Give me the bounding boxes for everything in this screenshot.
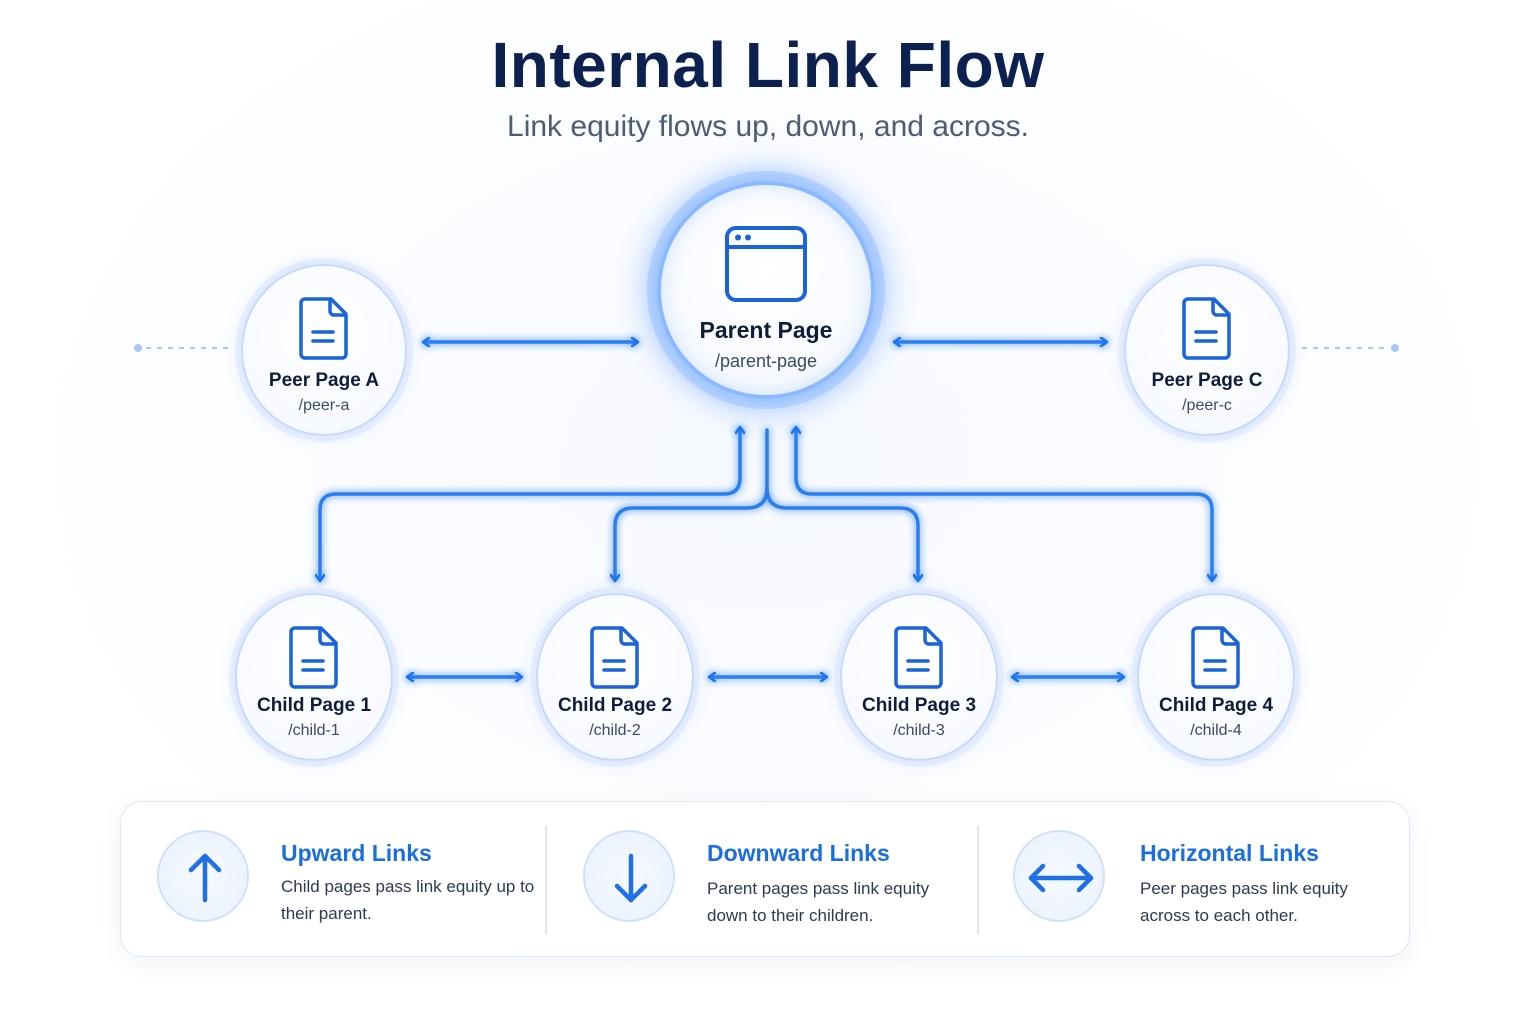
arrow-left-right-icon bbox=[1028, 863, 1094, 893]
link-up-right bbox=[796, 428, 1212, 580]
legend-item-horizontal: Horizontal Links Peer pages pass link eq… bbox=[979, 802, 1409, 958]
dotted-extension-right bbox=[1302, 344, 1399, 352]
node-path: /peer-c bbox=[1182, 397, 1232, 414]
legend-description: Child pages pass link equity up to their… bbox=[281, 877, 535, 923]
page-subtitle: Link equity flows up, down, and across. bbox=[507, 110, 1029, 143]
legend-icon-circle bbox=[1013, 830, 1105, 922]
node-label: Peer Page C bbox=[1151, 370, 1263, 391]
legend-item-downward: Downward Links Parent pages pass link eq… bbox=[547, 802, 975, 958]
document-icon bbox=[1182, 297, 1231, 360]
node-child-page-4[interactable]: Child Page 4 /child-4 bbox=[1137, 593, 1295, 761]
arrow-down-icon bbox=[614, 853, 648, 903]
legend-icon-circle bbox=[583, 830, 675, 922]
node-path: /child-4 bbox=[1190, 722, 1242, 739]
arrow-up-icon bbox=[188, 853, 222, 903]
node-child-page-2[interactable]: Child Page 2 /child-2 bbox=[536, 593, 694, 761]
document-icon bbox=[590, 626, 639, 689]
node-label: Child Page 4 bbox=[1158, 695, 1274, 716]
dotted-extension-left bbox=[134, 344, 232, 352]
node-path: /child-1 bbox=[288, 722, 340, 739]
node-path: /parent-page bbox=[714, 351, 818, 371]
browser-window-icon bbox=[725, 226, 807, 302]
document-icon bbox=[894, 626, 943, 689]
document-icon bbox=[299, 297, 348, 360]
node-label: Peer Page A bbox=[268, 370, 380, 391]
link-up-left bbox=[320, 428, 740, 580]
node-child-page-3[interactable]: Child Page 3 /child-3 bbox=[840, 593, 998, 761]
legend-description: Peer pages pass link equity across to ea… bbox=[1140, 879, 1348, 925]
node-peer-page-c[interactable]: Peer Page C /peer-c bbox=[1124, 264, 1290, 436]
legend-divider bbox=[545, 826, 547, 934]
document-icon bbox=[1191, 626, 1240, 689]
node-label: Parent Page bbox=[699, 317, 833, 343]
document-icon bbox=[289, 626, 338, 689]
legend-title: Downward Links bbox=[707, 840, 890, 866]
link-down-child-2 bbox=[615, 486, 769, 580]
legend-divider bbox=[977, 826, 979, 934]
node-peer-page-a[interactable]: Peer Page A /peer-a bbox=[241, 264, 407, 436]
legend-panel: Upward Links Child pages pass link equit… bbox=[120, 801, 1410, 957]
link-down-child-3 bbox=[765, 486, 918, 580]
legend-description: Parent pages pass link equity down to th… bbox=[707, 879, 930, 925]
page-title: Internal Link Flow bbox=[491, 29, 1045, 101]
node-path: /child-3 bbox=[893, 722, 945, 739]
node-path: /peer-a bbox=[298, 397, 350, 414]
node-label: Child Page 3 bbox=[861, 695, 977, 716]
node-label: Child Page 2 bbox=[557, 695, 673, 716]
legend-icon-circle bbox=[157, 830, 249, 922]
node-path: /child-2 bbox=[589, 722, 641, 739]
node-child-page-1[interactable]: Child Page 1 /child-1 bbox=[235, 593, 393, 761]
legend-title: Upward Links bbox=[281, 840, 432, 866]
legend-item-upward: Upward Links Child pages pass link equit… bbox=[121, 802, 545, 958]
node-parent-page[interactable]: Parent Page /parent-page bbox=[657, 181, 875, 399]
node-label: Child Page 1 bbox=[256, 695, 372, 716]
legend-title: Horizontal Links bbox=[1140, 840, 1319, 866]
